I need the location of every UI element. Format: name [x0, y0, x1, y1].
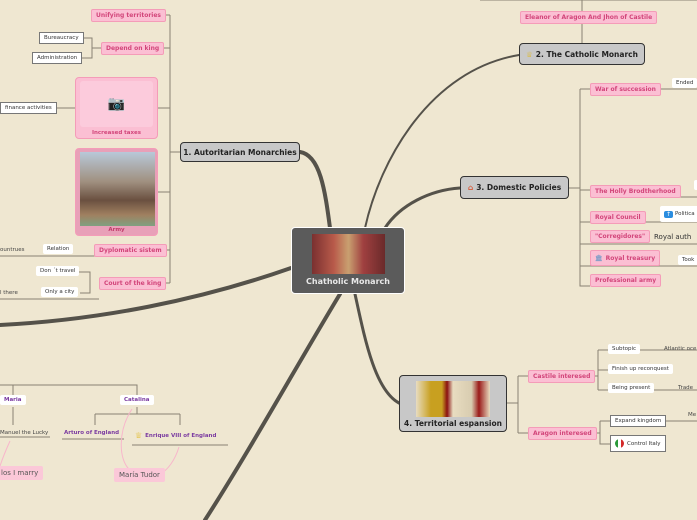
node-depend-on-king[interactable]: Depend on king — [101, 42, 165, 55]
topic-domestic-policies[interactable]: ⌂3. Domestic Policies — [460, 176, 569, 199]
node-me[interactable]: Me — [688, 412, 697, 418]
royal-treasury-label: Royal treasury — [605, 254, 656, 262]
node-countries[interactable]: ountrues — [0, 247, 25, 253]
node-professional-army[interactable]: Professional army — [590, 274, 662, 287]
italy-flag-icon — [615, 439, 624, 448]
politica-label: Politica — [675, 211, 695, 217]
control-italy-label: Control Italy — [627, 440, 661, 447]
node-finish-up-reconquest[interactable]: Finish up reconquest — [608, 364, 673, 374]
node-dont-travel[interactable]: Don ´t travel — [36, 266, 80, 276]
node-only-a-city[interactable]: Only a city — [41, 287, 79, 297]
node-maria-tudor[interactable]: María Tudor — [114, 468, 165, 482]
topic-4-title: 4. Territorial espansion — [404, 419, 502, 428]
army-image — [80, 152, 155, 226]
node-court-of-the-king[interactable]: Court of the king — [99, 277, 167, 290]
node-ended[interactable]: Ended — [672, 78, 697, 88]
node-royal-treasury[interactable]: 🏛Royal treasury — [590, 250, 661, 266]
crown-icon: ♕ — [135, 431, 143, 440]
node-being-present[interactable]: Being present — [608, 383, 655, 393]
node-royal-auth[interactable]: Royal auth — [653, 233, 693, 241]
node-trade[interactable]: Trade — [678, 385, 694, 391]
increased-taxes-label: Increased taxes — [91, 130, 142, 136]
node-unifying-territories[interactable]: Unifying territories — [91, 9, 166, 22]
node-subtopic[interactable]: Subtopic — [608, 344, 641, 354]
node-war-of-succession[interactable]: War of succession — [590, 83, 661, 96]
topic-3-title: 3. Domestic Policies — [476, 183, 562, 192]
node-atlantic-ocean[interactable]: Atlantic oce — [664, 346, 697, 352]
topic-autoritarian-monarchies[interactable]: 1. Autoritarian Monarchies — [180, 142, 300, 162]
node-aragon-interesed[interactable]: Aragon interesed — [528, 427, 597, 440]
node-finance-activities[interactable]: finance activities — [0, 102, 57, 114]
node-politica[interactable]: ↑Politica — [660, 206, 697, 222]
central-title: Chatholic Monarch — [306, 277, 390, 286]
house-icon: ⌂ — [467, 183, 474, 192]
node-royal-council[interactable]: Royal Council — [590, 211, 646, 224]
node-corregidores[interactable]: "Corregidores" — [590, 230, 651, 243]
catholic-monarchs-image — [312, 234, 385, 274]
node-enrique-viii[interactable]: ♕Enrique VIII of England — [135, 431, 216, 440]
topic-territorial-espansion[interactable]: 4. Territorial espansion — [399, 375, 507, 432]
node-bureaucracy[interactable]: Bureaucracy — [39, 32, 84, 44]
army-label: Army — [108, 227, 125, 233]
node-holly-brodtherhood[interactable]: The Holly Brodtherhood — [590, 185, 681, 198]
up-arrow-icon: ↑ — [664, 210, 674, 218]
node-dyplomatic-sistem[interactable]: Dyplomatic sistem — [94, 244, 167, 257]
node-increased-taxes[interactable]: 📷 Increased taxes — [75, 77, 158, 139]
crown-icon: ♕ — [526, 49, 533, 59]
enrique-label: Enrique VIII of England — [145, 432, 217, 439]
node-maria[interactable]: Maria — [0, 395, 26, 405]
node-there[interactable]: l there — [0, 290, 18, 296]
node-administration[interactable]: Administration — [32, 52, 83, 64]
node-los-i-marry[interactable]: los I marry — [0, 466, 44, 480]
node-expand-kingdom[interactable]: Expand kingdom — [610, 415, 667, 427]
node-manuel-the-lucky[interactable]: Manuel the Lucky — [0, 430, 49, 436]
node-relation[interactable]: Relation — [43, 244, 74, 254]
node-catalina[interactable]: Catalina — [120, 395, 154, 405]
node-army[interactable]: Army — [75, 148, 158, 236]
node-eleanor-and-jhon[interactable]: Eleanor of Aragon And Jhon of Castile — [520, 11, 658, 24]
central-topic[interactable]: Chatholic Monarch — [291, 227, 405, 294]
node-arturo-of-england[interactable]: Arturo of England — [64, 430, 120, 436]
node-castile-interesed[interactable]: Castile interesed — [528, 370, 596, 383]
camera-icon: 📷 — [80, 81, 153, 127]
topic-2-title: 2. The Catholic Monarch — [535, 49, 638, 59]
node-blank[interactable] — [694, 180, 697, 190]
topic-catholic-monarch[interactable]: ♕2. The Catholic Monarch — [519, 43, 645, 65]
node-control-italy[interactable]: Control Italy — [610, 435, 666, 452]
map-image — [416, 381, 490, 417]
node-took[interactable]: Took — [678, 255, 697, 265]
bank-icon: 🏛 — [595, 254, 603, 262]
